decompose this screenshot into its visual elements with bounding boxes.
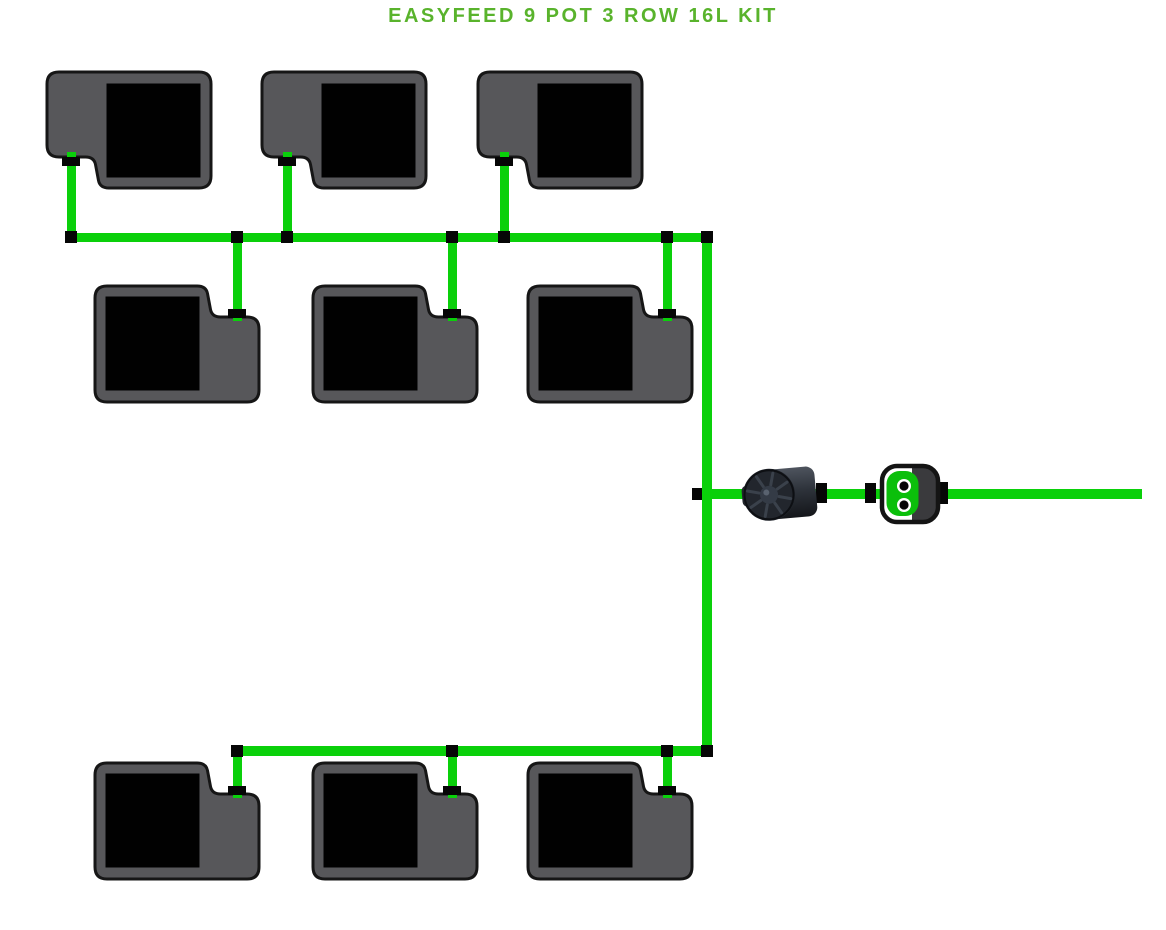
pot-port-fitting [443,786,461,795]
pot [105,296,200,391]
pot-feed-tube [499,152,509,242]
pot [538,296,633,391]
pot-tray [260,70,428,190]
tee-fitting [692,488,702,500]
pot-tray [93,284,261,404]
pot-feed-tube [282,152,292,242]
pot-tray [526,284,694,404]
inline-filter-icon [741,466,818,521]
tee-fitting [661,231,673,243]
pot-port-fitting [62,157,80,166]
diagram-title: EASYFEED 9 POT 3 ROW 16L KIT [388,5,778,27]
pot-port-fitting [228,309,246,318]
pot-port-fitting [278,157,296,166]
tee-fitting [446,231,458,243]
pot-feed-tube [232,237,242,321]
pot-feed-tube [662,237,672,321]
elbow-fitting [65,231,77,243]
pot [537,83,632,178]
tee-fitting [281,231,293,243]
easyfeed-valve-icon [879,463,941,525]
pot-tray [311,284,479,404]
pot-feed-tube [447,237,457,321]
pot-port-fitting [443,309,461,318]
pot-feed-tube [66,152,76,242]
tee-fitting [231,231,243,243]
pot-feed-tube [447,746,457,798]
bottom-manifold-tube [233,746,712,756]
pot [321,83,416,178]
pot-port-fitting [658,786,676,795]
pot-feed-tube [232,746,242,798]
inline-fitting [816,483,827,503]
pot-port-fitting [495,157,513,166]
pot-tray [45,70,213,190]
tee-fitting [498,231,510,243]
pot [105,773,200,868]
pot-tray [93,761,261,881]
pot [538,773,633,868]
elbow-fitting [701,745,713,757]
pot-tray [476,70,644,190]
pot-feed-tube [662,746,672,798]
pot-port-fitting [658,309,676,318]
pot [323,773,418,868]
tee-fitting [661,745,673,757]
top-manifold-tube [66,233,712,242]
inline-fitting [865,483,876,503]
elbow-fitting [231,745,243,757]
pot-port-fitting [228,786,246,795]
pot-tray [526,761,694,881]
pot-tray [311,761,479,881]
pot [323,296,418,391]
pot [106,83,201,178]
tee-fitting [446,745,458,757]
elbow-fitting [701,231,713,243]
